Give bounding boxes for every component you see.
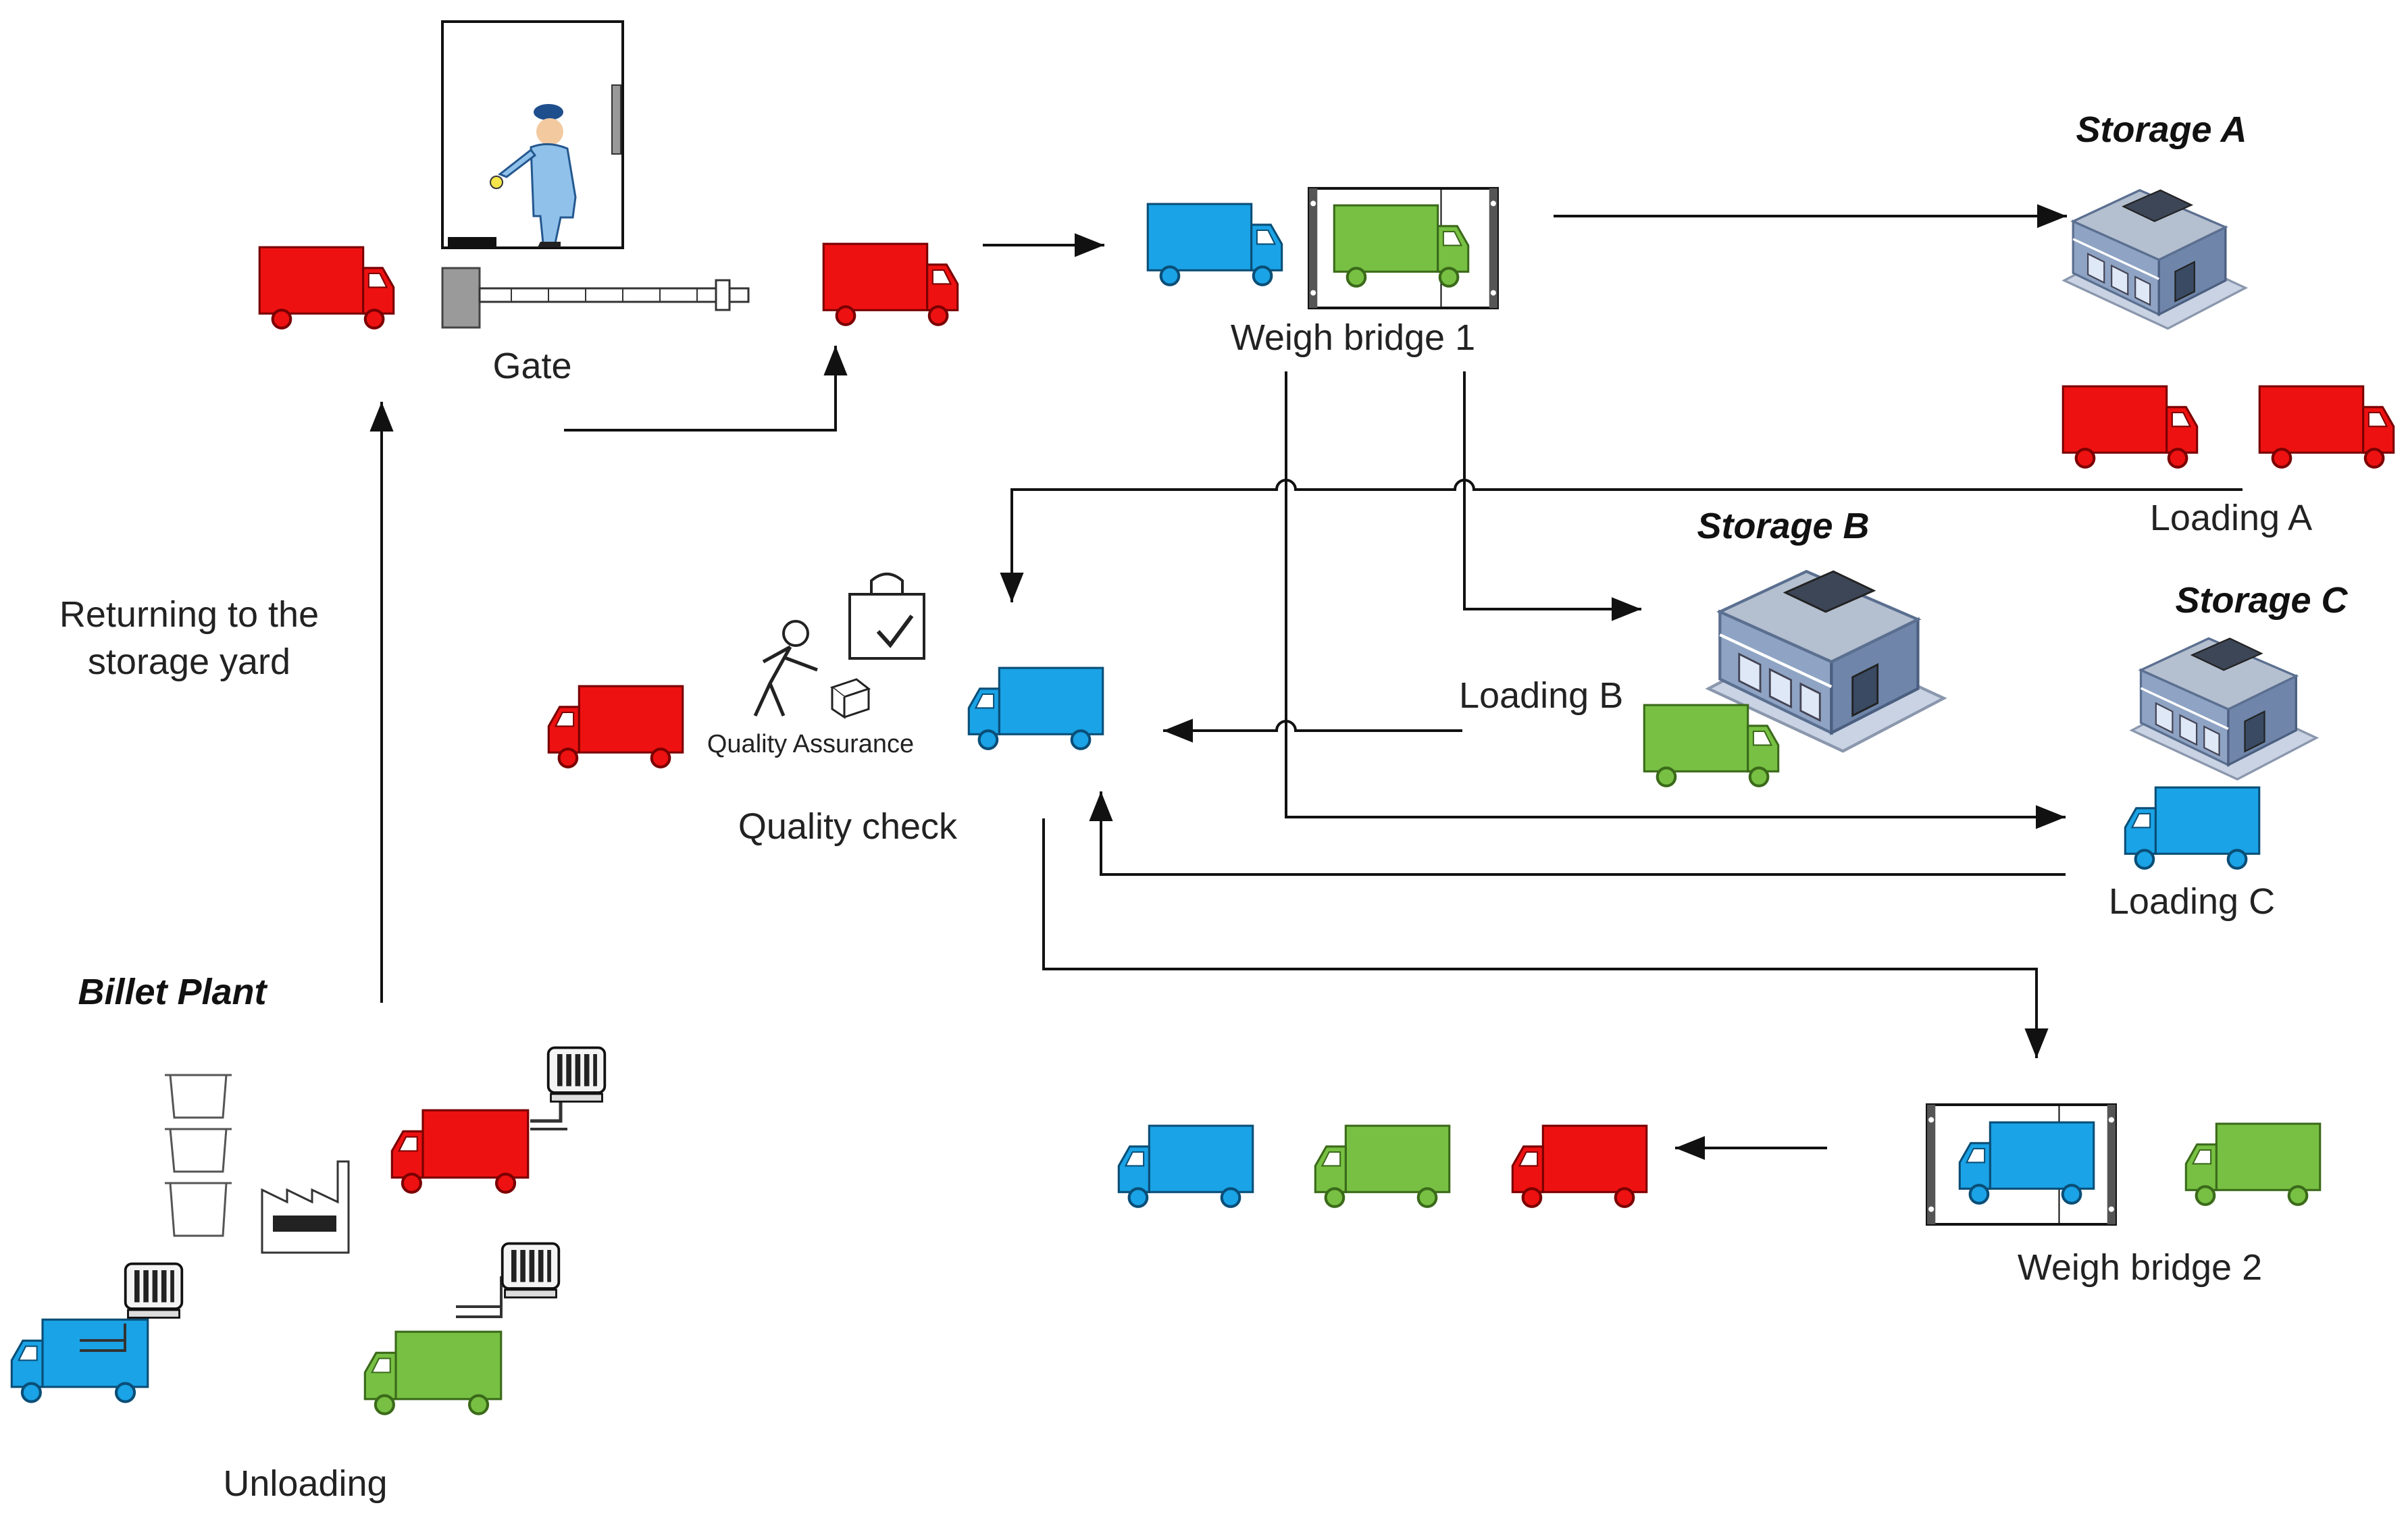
forklift-green [365,1242,561,1414]
truck-at-gate [259,247,393,328]
factory-icon [261,1160,350,1254]
truck-before-weigh-1 [1148,204,1281,285]
quality-assurance-icon [753,573,925,719]
arrow-to-weigh-2 [1042,818,2049,1058]
storage-a-warehouse-icon [2063,189,2247,330]
arrow-loading-b-to-quality [1163,718,1462,743]
truck-loading-b [1644,705,1778,786]
gate-barrier [441,267,750,329]
truck-after-weigh-2 [2186,1124,2320,1205]
truck-outbound-red [1512,1126,1646,1207]
billet-plant-label: Billet Plant [78,972,267,1012]
storage-c-label: Storage C [2175,580,2348,621]
truck-quality-waiting [548,686,682,767]
unloading-label: Unloading [223,1463,388,1504]
arrow-loading-c-to-quality [1089,791,2066,876]
billet-stack-icon [165,1074,232,1237]
storage-c-warehouse-icon [2130,637,2318,781]
truck-quality-check [969,668,1102,749]
truck-after-gate [823,244,957,325]
arrow-to-storage-c [1285,371,2066,829]
security-guard-icon [490,104,577,247]
truck-outbound-green [1315,1126,1449,1207]
storage-b-label: Storage B [1697,506,1870,546]
truck-loading-a-2 [2259,386,2393,467]
arrow-to-storage-b [1463,371,1641,621]
forklift-red [392,1046,607,1193]
truck-outbound-blue [1119,1126,1252,1207]
quality-check-label: Quality check [738,806,958,847]
loading-c-label: Loading C [2108,881,2276,922]
gate-label: Gate [492,346,572,386]
truck-loading-a-1 [2063,386,2197,467]
weigh-bridge-1-label: Weigh bridge 1 [1230,317,1476,358]
weigh-bridge-2-label: Weigh bridge 2 [2017,1247,2263,1288]
storage-a-label: Storage A [2076,109,2247,150]
returning-label: Returning to the storage yard [59,594,319,683]
flow-arrows [369,204,2243,1160]
quality-assurance-label: Quality Assurance [707,730,915,758]
truck-loading-c [2125,787,2259,868]
loading-b-label: Loading B [1459,675,1624,716]
loading-a-label: Loading A [2149,498,2313,538]
forklift-blue [11,1262,184,1402]
arrow-gate-exit [564,346,848,432]
arrow-loading-a-to-quality [1000,479,2243,602]
